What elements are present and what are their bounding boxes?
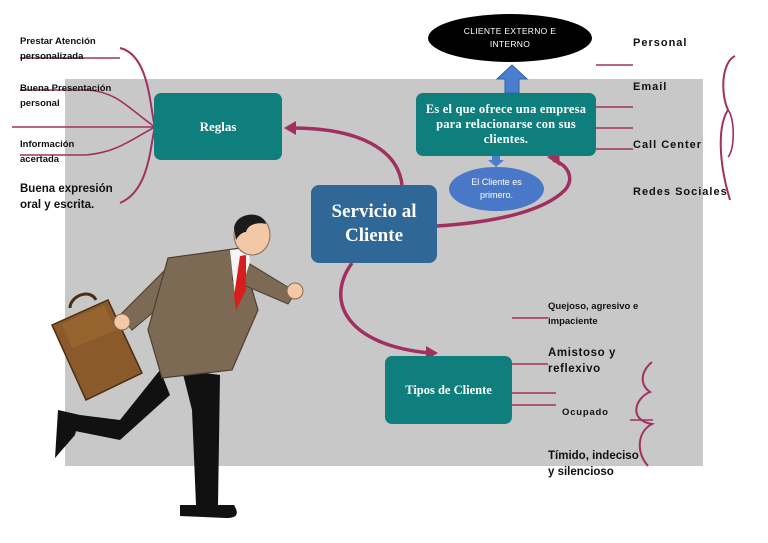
- definition-text: Es el que ofrece una empresa para relaci…: [425, 102, 587, 146]
- bubble-text: El Cliente es primero.: [471, 177, 522, 200]
- tipos-brace: [635, 361, 656, 467]
- arrow-to-tipos: [339, 261, 431, 355]
- arrow-to-reglas-head: [284, 121, 296, 135]
- regla-item: Buena Presentación personal: [20, 83, 112, 109]
- central-node: Servicio al Cliente: [311, 185, 437, 263]
- up-arrow: [495, 64, 529, 94]
- channel-label: Redes Sociales: [633, 186, 728, 198]
- left-brace: [119, 47, 157, 204]
- reglas-title: Reglas: [199, 118, 237, 134]
- cliente-primero-bubble: El Cliente es primero.: [449, 167, 544, 211]
- arrow-to-reglas: [291, 126, 404, 186]
- central-node-label: Servicio al Cliente: [331, 201, 417, 246]
- cliente-externo-ellipse: CLIENTE EXTERNO E INTERNO: [428, 14, 592, 62]
- down-arrow: [488, 156, 504, 167]
- channel-label: Personal: [633, 37, 688, 49]
- tipo-item: Ocupado: [562, 407, 609, 418]
- regla-item: Información acertada: [20, 139, 75, 165]
- regla-item: Prestar Atención personalizada: [20, 36, 96, 62]
- definition-node: Es el que ofrece una empresa para relaci…: [416, 93, 596, 156]
- channel-label: Email: [633, 81, 668, 93]
- tipos-node: Tipos de Cliente: [385, 356, 512, 424]
- businessman-illustration: [51, 214, 304, 518]
- top-ellipse-text: CLIENTE EXTERNO E INTERNO: [463, 26, 557, 49]
- tipo-item: Amistoso y reflexivo: [548, 347, 616, 375]
- arrow-to-bubble: [436, 158, 572, 228]
- tipos-title: Tipos de Cliente: [405, 382, 492, 397]
- reglas-node: Reglas: [154, 93, 282, 160]
- tipo-item: Quejoso, agresivo e impaciente: [548, 301, 639, 327]
- regla-item: Buena expresión oral y escrita.: [20, 183, 113, 211]
- channel-label: Call Center: [633, 139, 703, 151]
- tipo-item: Tímido, indeciso y silencioso: [548, 450, 639, 478]
